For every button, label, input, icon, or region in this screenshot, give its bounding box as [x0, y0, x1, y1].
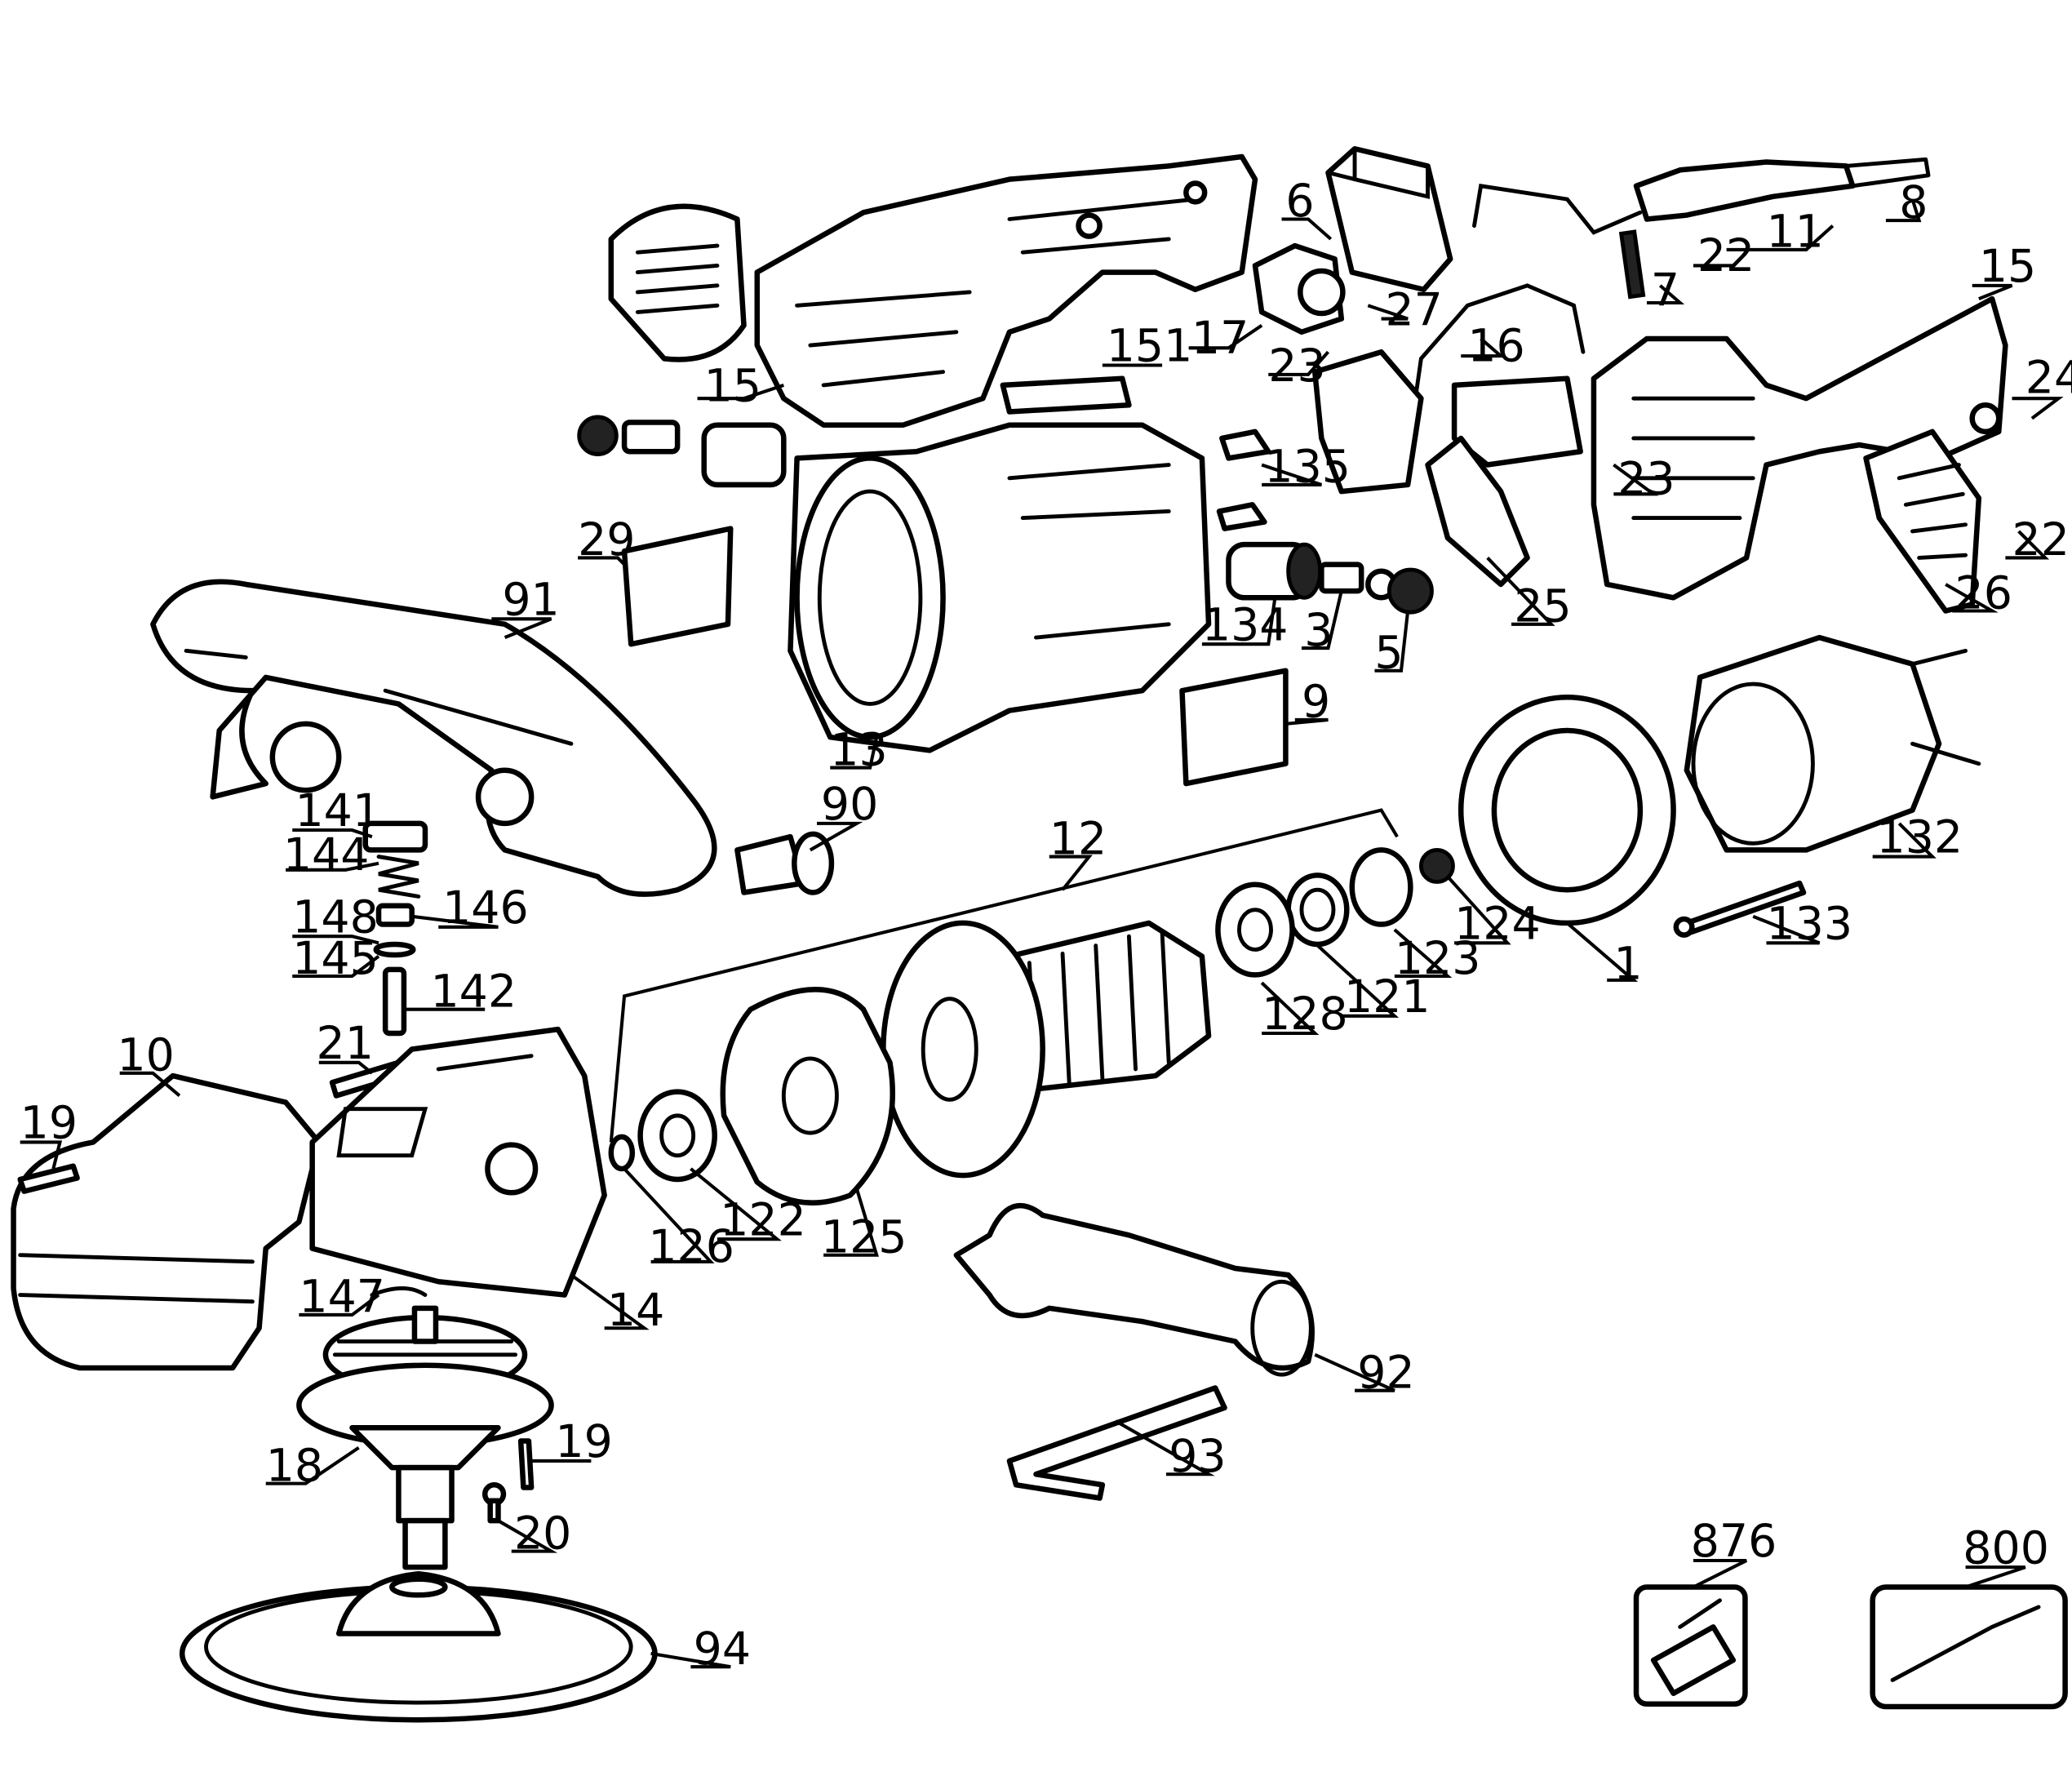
- callout-22a: 22: [1697, 230, 1755, 282]
- brush-clip: [1216, 428, 1271, 531]
- callout-1: 1: [1613, 938, 1642, 990]
- callout-3: 3: [1304, 605, 1333, 657]
- backing-pad: [179, 1571, 658, 1723]
- screw-19b: [517, 1438, 535, 1490]
- callout-29: 29: [578, 514, 635, 566]
- callout-17: 17: [1191, 313, 1249, 365]
- callout-27: 27: [1385, 285, 1442, 337]
- loop-handle: [150, 579, 717, 897]
- spindle-lock-stack: [362, 820, 428, 1037]
- brush-assembly-left: [577, 415, 787, 488]
- callout-10: 10: [117, 1030, 174, 1082]
- gear-case-cover: [11, 1072, 322, 1371]
- callout-92: 92: [1357, 1347, 1414, 1399]
- field-baffle-ring: [1457, 695, 1676, 926]
- label-151: [1000, 375, 1132, 415]
- callout-23a: 23: [1268, 340, 1325, 393]
- callout-19b: 19: [555, 1416, 612, 1468]
- callout-15b: 15: [704, 360, 761, 412]
- armature: [881, 920, 1212, 1179]
- callout-125: 125: [821, 1211, 907, 1263]
- fan-baffle: [720, 987, 895, 1206]
- callout-94: 94: [694, 1623, 751, 1676]
- callout-126: 126: [648, 1221, 734, 1273]
- motor-housing: [788, 422, 1212, 753]
- callout-121: 121: [1344, 971, 1431, 1023]
- callout-145: 145: [292, 933, 379, 985]
- callout-9: 9: [1302, 677, 1330, 729]
- callout-134: 134: [1202, 599, 1289, 651]
- label-29: [621, 526, 734, 647]
- callout-12: 12: [1049, 813, 1107, 865]
- callout-93: 93: [1169, 1431, 1226, 1483]
- callout-800: 800: [1963, 1522, 2049, 1574]
- callout-24: 24: [2025, 353, 2072, 405]
- callout-135: 135: [1264, 442, 1351, 494]
- callout-876: 876: [1691, 1516, 1777, 1568]
- kit-800: [1870, 1584, 2068, 1710]
- callout-20: 20: [514, 1507, 571, 1560]
- housing-half-left: [754, 153, 1258, 428]
- bearing-122: [637, 1089, 717, 1183]
- field-coil: [1684, 634, 1981, 853]
- callout-14: 14: [607, 1285, 664, 1337]
- ring-126: [608, 1134, 636, 1172]
- callout-8: 8: [1899, 177, 1928, 229]
- callout-123: 123: [1395, 933, 1481, 985]
- callout-124: 124: [1454, 898, 1541, 950]
- callout-labels: 6 11 8 22 7 15 27 17 23 16 15 151 24 23 …: [20, 175, 2072, 1676]
- cord-clamp: [1618, 229, 1646, 300]
- label-9: [1179, 668, 1289, 787]
- rear-grille: [1863, 428, 1982, 614]
- callout-23b: 23: [1617, 453, 1675, 505]
- vent-plate: [608, 203, 747, 362]
- leader-lines: [20, 198, 2064, 1669]
- callout-13: 13: [830, 724, 887, 776]
- power-cord: [1472, 157, 1931, 235]
- switch-assembly: [1311, 283, 1586, 588]
- callout-11: 11: [1766, 206, 1823, 259]
- callout-147: 147: [299, 1272, 385, 1324]
- callout-151: 151: [1107, 321, 1193, 373]
- brush-assembly-right: [1226, 541, 1434, 615]
- kit-876: [1633, 1584, 1748, 1707]
- capacitor-box: [1325, 145, 1453, 292]
- callout-142: 142: [430, 966, 517, 1018]
- callout-19a: 19: [20, 1098, 78, 1150]
- callout-21: 21: [317, 1018, 374, 1070]
- callout-5: 5: [1374, 627, 1403, 679]
- callout-132: 132: [1877, 812, 1963, 864]
- switch-actuator: [1252, 242, 1346, 335]
- callout-15a: 15: [1979, 241, 2036, 293]
- retaining-clip: [370, 1286, 428, 1297]
- callout-16: 16: [1467, 321, 1524, 373]
- gear-case: [309, 1026, 607, 1298]
- callout-18: 18: [266, 1440, 323, 1492]
- hex-wrench: [1006, 1385, 1227, 1501]
- callout-22b: 22: [2012, 514, 2070, 566]
- callout-148: 148: [292, 891, 379, 944]
- callout-6: 6: [1285, 175, 1314, 228]
- callout-91: 91: [502, 574, 559, 626]
- callout-128: 128: [1262, 988, 1348, 1041]
- side-handle: [953, 1202, 1315, 1377]
- callout-141: 141: [295, 785, 382, 837]
- callout-133: 133: [1766, 898, 1852, 950]
- callout-144: 144: [283, 829, 370, 881]
- bearings-rear: [1215, 847, 1455, 978]
- callout-146: 146: [442, 882, 529, 935]
- callout-25: 25: [1514, 581, 1571, 633]
- callout-26: 26: [1955, 567, 2012, 619]
- callout-90: 90: [821, 779, 878, 831]
- callout-7: 7: [1651, 264, 1679, 317]
- callout-122: 122: [720, 1194, 806, 1246]
- spindle-gear-assembly: [296, 1305, 554, 1570]
